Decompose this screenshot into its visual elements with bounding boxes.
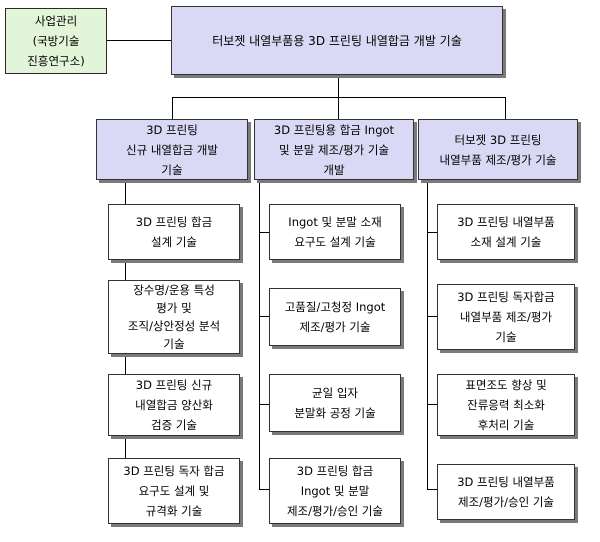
item-box-col1-1: 3D 프린팅 합금 설계 기술: [108, 204, 240, 260]
header-line: 3D 프린팅: [146, 122, 198, 137]
item-line: Ingot 및 분말 소재: [288, 215, 382, 229]
stub-col3-1: [427, 232, 437, 233]
item-line: 요구도 설계 및: [138, 484, 210, 498]
item-line: 제조/평가/승인 기술: [286, 504, 384, 518]
item-line: 제조/평가/승인 기술: [457, 495, 555, 509]
item-line: 3D 프린팅 독자 합금: [123, 464, 225, 478]
connector-mgmt-root: [107, 40, 171, 41]
management-box: 사업관리 (국방기술 진흥연구소): [5, 8, 107, 74]
stub-col2-2: [259, 316, 269, 317]
item-line: 기술: [495, 330, 517, 344]
item-line: 3D 프린팅 합금: [296, 464, 374, 478]
item-line: 제조/평가 기술: [299, 320, 371, 334]
management-line: 진흥연구소): [27, 54, 85, 68]
header-line: 3D 프린팅용 합금 Ingot: [273, 122, 395, 137]
item-line: 요구도 설계 기술: [294, 235, 376, 249]
header-line: 내열부품 제조/평가 기술: [439, 152, 557, 167]
item-line: 분말화 공정 기술: [294, 406, 376, 420]
item-line: 소재 설계 기술: [470, 235, 542, 249]
item-box-col3-1: 3D 프린팅 내열부품 소재 설계 기술: [437, 204, 575, 260]
item-line: 검증 기술: [151, 418, 197, 432]
item-box-col2-3: 균일 입자 분말화 공정 기술: [269, 374, 401, 432]
item-box-col3-4: 3D 프린팅 내열부품 제조/평가/승인 기술: [437, 464, 575, 520]
item-line: 균일 입자: [312, 386, 358, 400]
item-box-col1-4: 3D 프린팅 독자 합금 요구도 설계 및 규격화 기술: [108, 458, 240, 524]
item-line: 3D 프린팅 합금: [135, 215, 213, 229]
header-line: 터보젯 3D 프린팅: [454, 132, 542, 147]
item-line: 3D 프린팅 내열부품: [457, 475, 555, 489]
root-box: 터보젯 내열부품용 3D 프린팅 내열합금 개발 기술: [171, 6, 503, 75]
item-box-col2-1: Ingot 및 분말 소재 요구도 설계 기술: [269, 204, 401, 260]
item-box-col3-3: 표면조도 향상 및 잔류응력 최소화 후처리 기술: [437, 374, 575, 436]
connector-root-down: [338, 75, 339, 97]
stub-col2-3: [259, 404, 269, 405]
item-line: 3D 프린팅 내열부품: [457, 215, 555, 229]
item-line: 후처리 기술: [477, 418, 535, 432]
stub-col2-1: [259, 232, 269, 233]
item-box-col3-2: 3D 프린팅 독자합금 내열부품 제조/평가 기술: [437, 284, 575, 350]
item-box-col1-3: 3D 프린팅 신규 내열합금 양산화 검증 기술: [108, 374, 240, 436]
item-box-col1-2: 장수명/운용 특성 평가 및 조직/상안정성 분석 기술: [108, 280, 240, 354]
root-title: 터보젯 내열부품용 3D 프린팅 내열합금 개발 기술: [212, 33, 462, 48]
column-header-1: 3D 프린팅 신규 내열합금 개발 기술: [96, 119, 248, 180]
item-line: 기술: [163, 337, 185, 351]
stub-col3-2: [427, 316, 437, 317]
stub-col3-3: [427, 404, 437, 405]
connector-col2-drop: [338, 97, 339, 119]
management-line: 사업관리: [34, 14, 78, 28]
connector-col3-drop: [505, 97, 506, 119]
header-line: 개발: [323, 162, 345, 177]
item-line: 장수명/운용 특성: [133, 283, 215, 297]
item-line: 표면조도 향상 및: [465, 378, 547, 392]
spine-col3: [427, 180, 428, 489]
stub-col2-4: [259, 489, 269, 490]
spine-col2: [259, 180, 260, 489]
item-line: 평가 및: [156, 301, 192, 315]
item-line: 조직/상안정성 분석: [127, 319, 221, 333]
connector-bus: [172, 97, 506, 98]
item-line: 규격화 기술: [145, 504, 203, 518]
item-line: 3D 프린팅 신규: [135, 378, 213, 392]
item-line: 내열부품 제조/평가: [459, 310, 553, 324]
item-line: 잔류응력 최소화: [467, 398, 545, 412]
item-line: 내열합금 양산화: [135, 398, 213, 412]
item-box-col2-2: 고품질/고청정 Ingot 제조/평가 기술: [269, 288, 401, 346]
header-line: 및 분말 제조/평가 기술: [278, 142, 390, 157]
column-header-2: 3D 프린팅용 합금 Ingot 및 분말 제조/평가 기술 개발: [254, 119, 414, 180]
item-line: Ingot 및 분말: [300, 484, 370, 498]
item-box-col2-4: 3D 프린팅 합금 Ingot 및 분말 제조/평가/승인 기술: [269, 458, 401, 524]
header-line: 기술: [161, 162, 183, 177]
item-line: 3D 프린팅 독자합금: [457, 290, 555, 304]
header-line: 신규 내열합금 개발: [126, 142, 218, 157]
item-line: 설계 기술: [151, 235, 197, 249]
stub-col3-4: [427, 489, 437, 490]
management-line: (국방기술: [32, 34, 80, 48]
connector-col1-drop: [172, 97, 173, 119]
item-line: 고품질/고청정 Ingot: [284, 300, 386, 314]
column-header-3: 터보젯 3D 프린팅 내열부품 제조/평가 기술: [418, 119, 578, 180]
